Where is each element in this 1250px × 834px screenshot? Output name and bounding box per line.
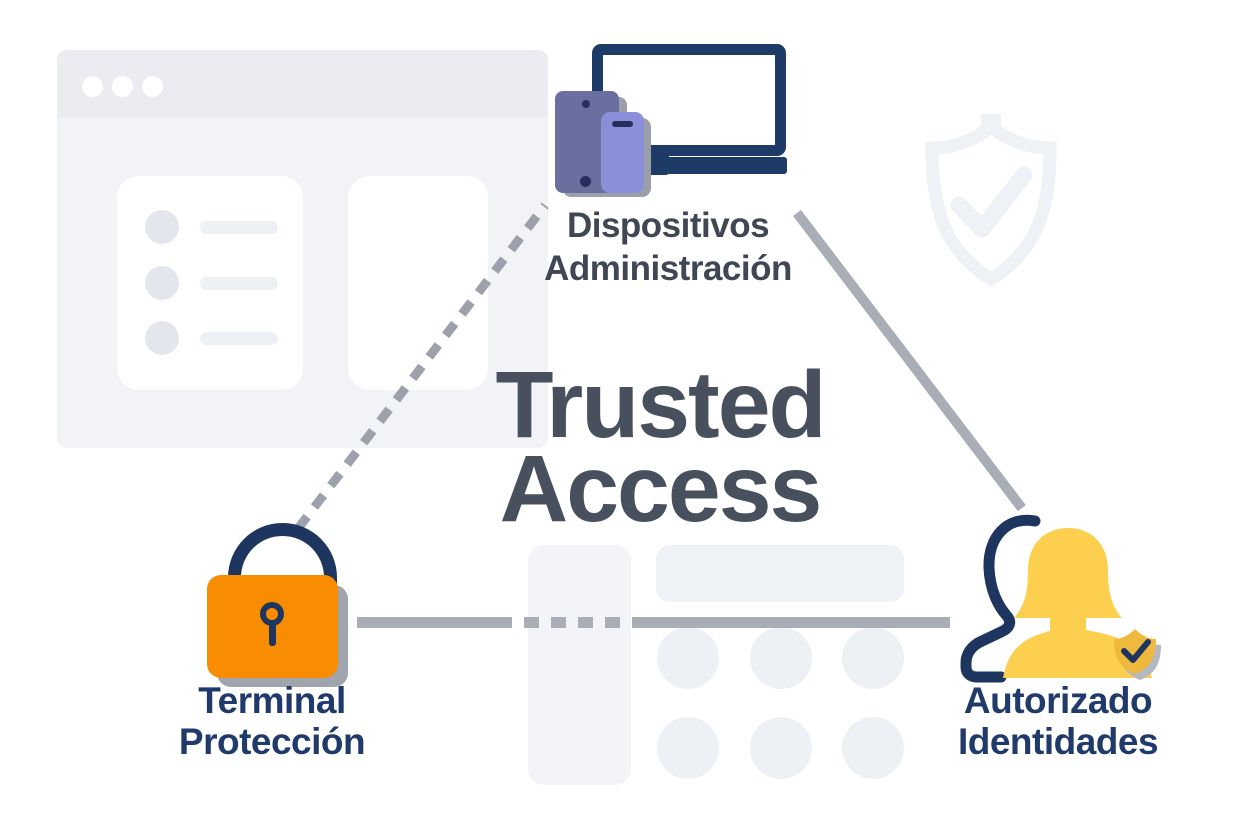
browser-window-titlebar <box>57 50 548 118</box>
list-bullet <box>145 266 179 300</box>
title-line2: Access <box>499 436 823 542</box>
connector-terminal-to-identities <box>357 617 497 628</box>
grid-watermark-bar <box>656 545 904 602</box>
browser-list-card <box>117 176 303 390</box>
grid-watermark-dot <box>657 627 719 689</box>
list-bullet <box>145 210 179 244</box>
tablet-camera-dot <box>582 100 590 108</box>
terminal-label-line1: Terminal <box>198 680 346 721</box>
window-dot-icon <box>82 76 103 97</box>
grid-watermark-dot <box>657 717 719 779</box>
devices-node-label: Dispositivos Administración <box>490 204 846 290</box>
list-watermark-panel <box>528 545 631 785</box>
lock-keyhole-stem <box>269 621 276 646</box>
window-dot-icon <box>112 76 133 97</box>
tablet-home-dot <box>580 176 591 187</box>
grid-watermark-dot <box>842 717 904 779</box>
terminal-label-line2: Protección <box>178 721 366 762</box>
phone-speaker <box>612 121 633 127</box>
list-line <box>200 221 278 234</box>
laptop-base <box>643 157 787 174</box>
devices-label-line1: Dispositivos <box>566 206 770 245</box>
connector-terminal-to-identities <box>633 617 950 628</box>
grid-watermark-dot <box>750 627 812 689</box>
page-title: Trusted Access <box>420 352 900 542</box>
person-hair <box>1014 528 1122 618</box>
list-bullet <box>145 321 179 355</box>
browser-window-illustration <box>57 50 548 448</box>
window-dot-icon <box>142 76 163 97</box>
person-outline <box>960 514 1041 683</box>
connector-terminal-to-identities-dashed <box>497 617 633 628</box>
shield-check-watermark-icon <box>925 114 1057 287</box>
shield-watermark-check <box>950 166 1033 238</box>
list-line <box>200 332 278 345</box>
identities-label-line1: Autorizado <box>963 680 1153 721</box>
identities-node-label: Autorizado Identidades <box>908 680 1208 762</box>
list-line <box>200 277 278 290</box>
terminal-node-label: Terminal Protección <box>122 680 422 762</box>
identities-label-line2: Identidades <box>957 721 1159 762</box>
title-line1: Trusted <box>495 352 826 458</box>
devices-label-line2: Administración <box>544 249 792 288</box>
badge-check-icon <box>1121 639 1151 663</box>
browser-blank-card <box>348 176 488 390</box>
user-with-shield-check-icon <box>960 514 1161 683</box>
shield-watermark-outline <box>925 117 1057 287</box>
person-shoulders <box>1003 598 1152 678</box>
grid-watermark-dot <box>750 717 812 779</box>
grid-watermark-dot <box>842 627 904 689</box>
badge-shield-icon <box>1114 629 1156 674</box>
phone-icon <box>601 112 644 193</box>
